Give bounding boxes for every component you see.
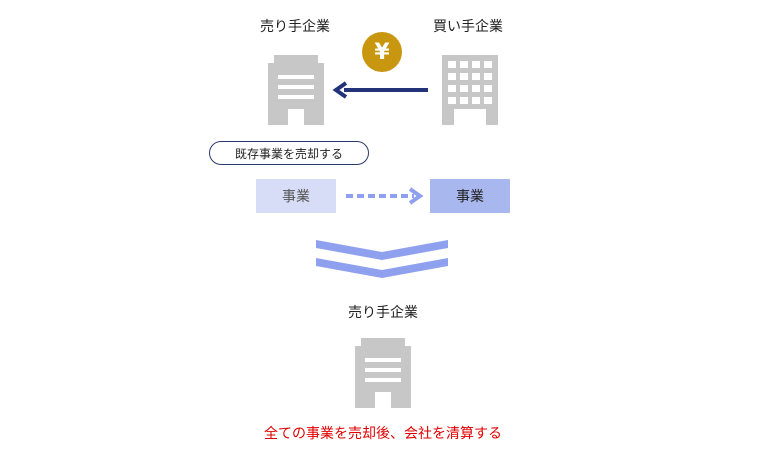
sell-existing-business-pill: 既存事業を売却する: [209, 141, 369, 165]
payment-arrow-icon: [332, 81, 428, 99]
down-chevrons-icon: [316, 240, 448, 278]
business-box-from: 事業: [256, 179, 336, 213]
result-seller-building-icon: [355, 338, 411, 408]
seller-label: 売り手企業: [260, 19, 330, 35]
yen-coin-icon: ¥: [362, 32, 402, 72]
seller-building-icon: [268, 55, 324, 125]
business-box-to: 事業: [430, 179, 510, 213]
result-seller-label: 売り手企業: [348, 305, 418, 321]
liquidation-note: 全ての事業を売却後、会社を清算する: [264, 426, 502, 442]
buyer-label: 買い手企業: [433, 19, 503, 35]
buyer-building-icon: [442, 55, 498, 125]
business-transfer-arrow-icon: [346, 187, 424, 205]
